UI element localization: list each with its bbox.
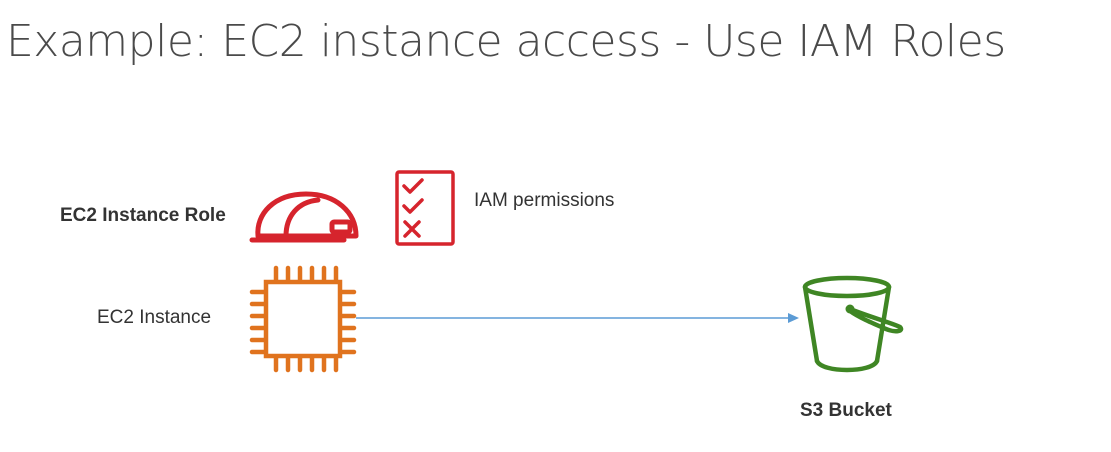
ec2-instance-role-label: EC2 Instance Role xyxy=(60,205,226,226)
ec2-instance-label: EC2 Instance xyxy=(97,307,212,328)
access-arrow xyxy=(356,313,799,323)
s3-bucket-label: S3 Bucket xyxy=(800,400,892,421)
slide-title: Example: EC2 instance access - Use IAM R… xyxy=(6,16,1006,67)
checklist-icon xyxy=(395,170,455,246)
ec2-chip-icon xyxy=(249,265,357,373)
hard-hat-icon xyxy=(249,191,359,243)
s3-bucket-icon xyxy=(802,275,904,373)
iam-permissions-label: IAM permissions xyxy=(474,190,615,211)
